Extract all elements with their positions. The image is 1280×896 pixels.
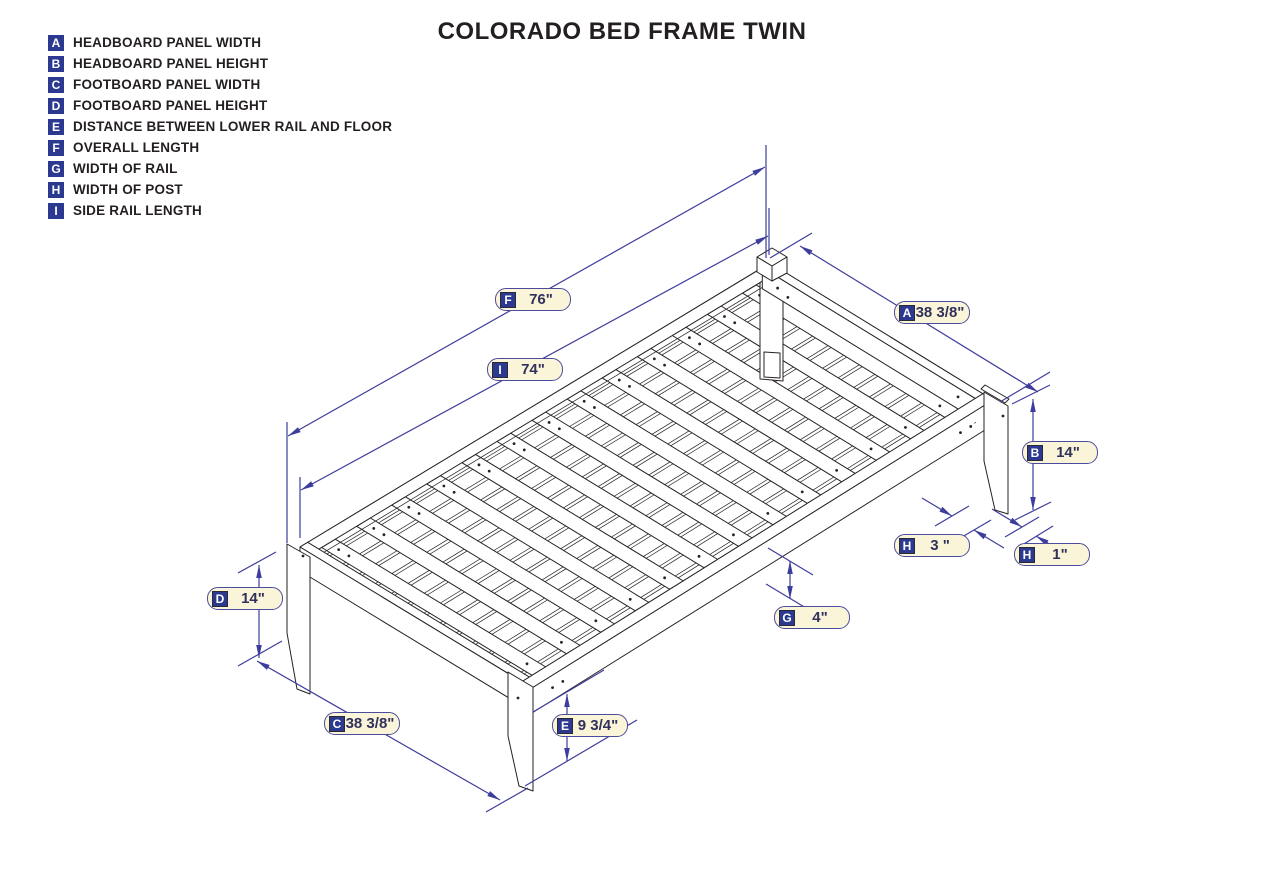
legend-key-badge: I bbox=[48, 202, 64, 219]
legend-key-badge: E bbox=[48, 118, 64, 135]
legend-item-label: WIDTH OF POST bbox=[73, 182, 183, 197]
legend-item-label: HEADBOARD PANEL WIDTH bbox=[73, 35, 262, 50]
legend-key-badge: B bbox=[48, 55, 64, 72]
legend-key-badge: G bbox=[48, 160, 64, 177]
dim-label-footboard-width: C 38 3/8" bbox=[324, 712, 400, 735]
dim-key-badge: A bbox=[899, 304, 915, 321]
legend-key-badge: C bbox=[48, 76, 64, 93]
dim-value: 14" bbox=[1056, 444, 1080, 461]
dim-value: 1" bbox=[1052, 546, 1068, 563]
legend-key-badge: A bbox=[48, 34, 64, 51]
legend-item-label: FOOTBOARD PANEL WIDTH bbox=[73, 77, 261, 92]
legend-item-d: D FOOTBOARD PANEL HEIGHT bbox=[48, 95, 392, 116]
dim-value: 76" bbox=[529, 291, 553, 308]
legend-item-f: F OVERALL LENGTH bbox=[48, 137, 392, 158]
dim-key-badge: B bbox=[1027, 444, 1043, 461]
dim-value: 74" bbox=[521, 361, 545, 378]
legend-item-label: DISTANCE BETWEEN LOWER RAIL AND FLOOR bbox=[73, 119, 393, 134]
dim-key-badge: G bbox=[779, 609, 795, 626]
dim-label-footboard-height: D 14" bbox=[207, 587, 283, 610]
dim-key-badge: H bbox=[899, 537, 915, 554]
legend-item-b: B HEADBOARD PANEL HEIGHT bbox=[48, 53, 392, 74]
legend-item-i: I SIDE RAIL LENGTH bbox=[48, 200, 392, 221]
dim-key-badge: I bbox=[492, 361, 508, 378]
page-title: COLORADO BED FRAME TWIN bbox=[437, 18, 807, 45]
legend-item-label: SIDE RAIL LENGTH bbox=[73, 203, 202, 218]
dim-key-badge: D bbox=[212, 590, 228, 607]
dim-key-badge: F bbox=[500, 291, 516, 308]
legend-item-h: H WIDTH OF POST bbox=[48, 179, 392, 200]
dim-label-side-rail-length: I 74" bbox=[487, 358, 563, 381]
dim-label-overall-length: F 76" bbox=[495, 288, 571, 311]
dim-label-rail-to-floor: E 9 3/4" bbox=[552, 714, 628, 737]
dim-value: 38 3/8" bbox=[345, 715, 395, 732]
legend-item-label: FOOTBOARD PANEL HEIGHT bbox=[73, 98, 268, 113]
legend-item-label: WIDTH OF RAIL bbox=[73, 161, 178, 176]
legend-key-badge: H bbox=[48, 181, 64, 198]
dim-key-badge: C bbox=[329, 715, 345, 732]
legend-item-e: E DISTANCE BETWEEN LOWER RAIL AND FLOOR bbox=[48, 116, 392, 137]
dim-label-headboard-width: A 38 3/8" bbox=[894, 301, 970, 324]
dim-key-badge: E bbox=[557, 717, 573, 734]
dim-label-post-width: H 3 " bbox=[894, 534, 970, 557]
dim-value: 9 3/4" bbox=[577, 717, 619, 734]
dim-value: 38 3/8" bbox=[915, 304, 965, 321]
legend-item-label: OVERALL LENGTH bbox=[73, 140, 200, 155]
dim-label-rail-width: G 4" bbox=[774, 606, 850, 629]
legend-item-a: A HEADBOARD PANEL WIDTH bbox=[48, 32, 392, 53]
legend-item-label: HEADBOARD PANEL HEIGHT bbox=[73, 56, 269, 71]
dim-label-headboard-height: B 14" bbox=[1022, 441, 1098, 464]
legend-key-badge: D bbox=[48, 97, 64, 114]
legend-item-c: C FOOTBOARD PANEL WIDTH bbox=[48, 74, 392, 95]
dim-label-post-width-2: H 1" bbox=[1014, 543, 1090, 566]
legend: A HEADBOARD PANEL WIDTH B HEADBOARD PANE… bbox=[48, 32, 392, 221]
legend-item-g: G WIDTH OF RAIL bbox=[48, 158, 392, 179]
dim-value: 3 " bbox=[930, 537, 950, 554]
legend-key-badge: F bbox=[48, 139, 64, 156]
dim-key-badge: H bbox=[1019, 546, 1035, 563]
dim-value: 4" bbox=[812, 609, 828, 626]
dim-value: 14" bbox=[241, 590, 265, 607]
